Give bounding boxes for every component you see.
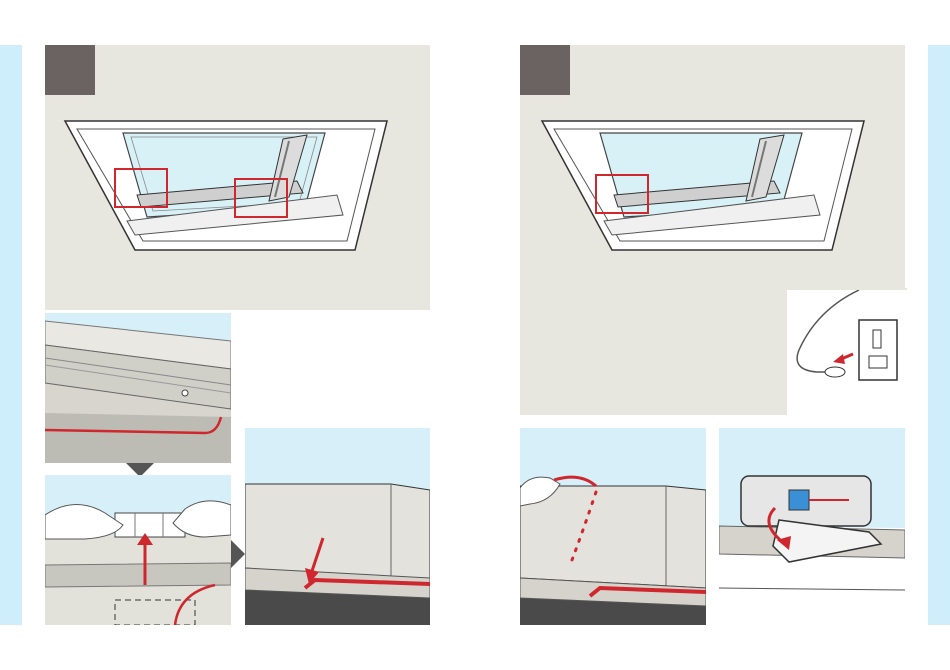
roof-window-icon <box>520 45 905 310</box>
junction-box-icon <box>719 428 905 625</box>
roof-window-icon <box>45 45 430 310</box>
cable-hand-icon <box>520 428 706 625</box>
cable-route-icon <box>245 428 430 625</box>
detail-cable-route <box>245 428 430 625</box>
right-side-strip <box>928 45 950 625</box>
left-side-strip <box>0 45 22 625</box>
hands-clip-icon <box>45 475 231 625</box>
detail-junction-box <box>719 428 905 625</box>
detail-mains-plug <box>785 288 907 415</box>
detail-glazing-bar-cable <box>45 313 231 463</box>
detail-cable-hand <box>520 428 706 625</box>
glazing-bar-icon <box>45 313 231 463</box>
left-overview-panel <box>45 45 430 310</box>
detail-clip-hands <box>45 475 231 625</box>
plug-socket-icon <box>787 290 907 415</box>
